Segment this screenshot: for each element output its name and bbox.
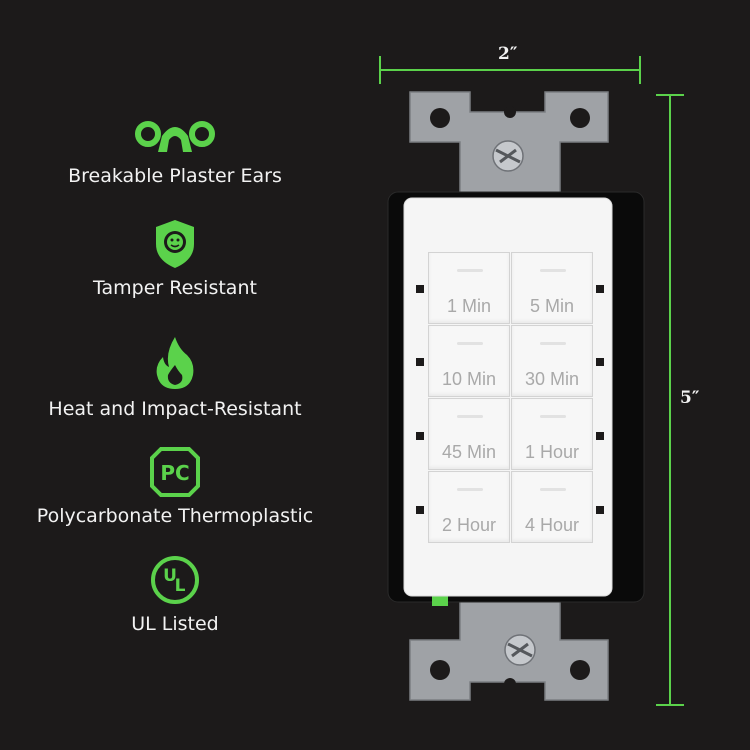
feature-label: UL Listed bbox=[131, 613, 219, 635]
feature-label: Heat and Impact-Resistant bbox=[48, 398, 302, 420]
timer-button-10-min[interactable]: 10 Min bbox=[428, 325, 510, 397]
timer-button-1-hour[interactable]: 1 Hour bbox=[511, 398, 593, 470]
tamper-shield-icon bbox=[156, 220, 194, 268]
button-label: 2 Hour bbox=[441, 515, 497, 535]
svg-text:U: U bbox=[163, 566, 177, 586]
svg-text:L: L bbox=[175, 576, 186, 596]
feature-plaster-ears: Breakable Plaster Ears bbox=[0, 112, 350, 188]
button-ridge bbox=[457, 342, 483, 345]
timer-button-45-min[interactable]: 45 Min bbox=[428, 398, 510, 470]
plaster-ears-icon bbox=[135, 121, 215, 152]
timer-button-1-min[interactable]: 1 Min bbox=[428, 252, 510, 324]
feature-label: Tamper Resistant bbox=[93, 277, 257, 299]
button-label: 10 Min bbox=[441, 369, 497, 389]
feature-heat-impact: Heat and Impact-Resistant bbox=[0, 335, 350, 421]
svg-text:PC: PC bbox=[160, 461, 189, 485]
button-ridge bbox=[457, 488, 483, 491]
timer-button-5-min[interactable]: 5 Min bbox=[511, 252, 593, 324]
feature-polycarbonate: PC Polycarbonate Thermoplastic bbox=[0, 446, 350, 528]
top-mounting-strap bbox=[409, 91, 609, 201]
button-ridge bbox=[540, 415, 566, 418]
feature-label: Breakable Plaster Ears bbox=[68, 165, 282, 187]
button-label: 5 Min bbox=[529, 296, 574, 316]
pc-badge-icon: PC bbox=[150, 447, 200, 497]
feature-label: Polycarbonate Thermoplastic bbox=[36, 505, 314, 527]
height-dimension-label: 5″ bbox=[680, 388, 700, 408]
feature-ul-listed: U L UL Listed bbox=[0, 554, 350, 636]
button-ridge bbox=[540, 488, 566, 491]
screw-icon bbox=[492, 140, 524, 172]
button-ridge bbox=[540, 342, 566, 345]
button-ridge bbox=[457, 415, 483, 418]
flame-icon bbox=[156, 337, 194, 389]
feature-list: Breakable Plaster Ears Tamper Resistant … bbox=[0, 0, 350, 750]
width-dimension-label: 2″ bbox=[498, 44, 518, 64]
timer-button-4-hour[interactable]: 4 Hour bbox=[511, 471, 593, 543]
ul-listed-icon: U L bbox=[151, 556, 199, 604]
button-label: 1 Min bbox=[446, 296, 491, 316]
feature-tamper-resistant: Tamper Resistant bbox=[0, 218, 350, 300]
button-label: 1 Hour bbox=[524, 442, 580, 462]
timer-button-30-min[interactable]: 30 Min bbox=[511, 325, 593, 397]
bottom-mounting-strap bbox=[409, 597, 609, 701]
button-label: 45 Min bbox=[441, 442, 497, 462]
button-label: 30 Min bbox=[524, 369, 580, 389]
button-ridge bbox=[540, 269, 566, 272]
timer-button-2-hour[interactable]: 2 Hour bbox=[428, 471, 510, 543]
screw-icon bbox=[504, 634, 536, 666]
button-ridge bbox=[457, 269, 483, 272]
button-label: 4 Hour bbox=[524, 515, 580, 535]
